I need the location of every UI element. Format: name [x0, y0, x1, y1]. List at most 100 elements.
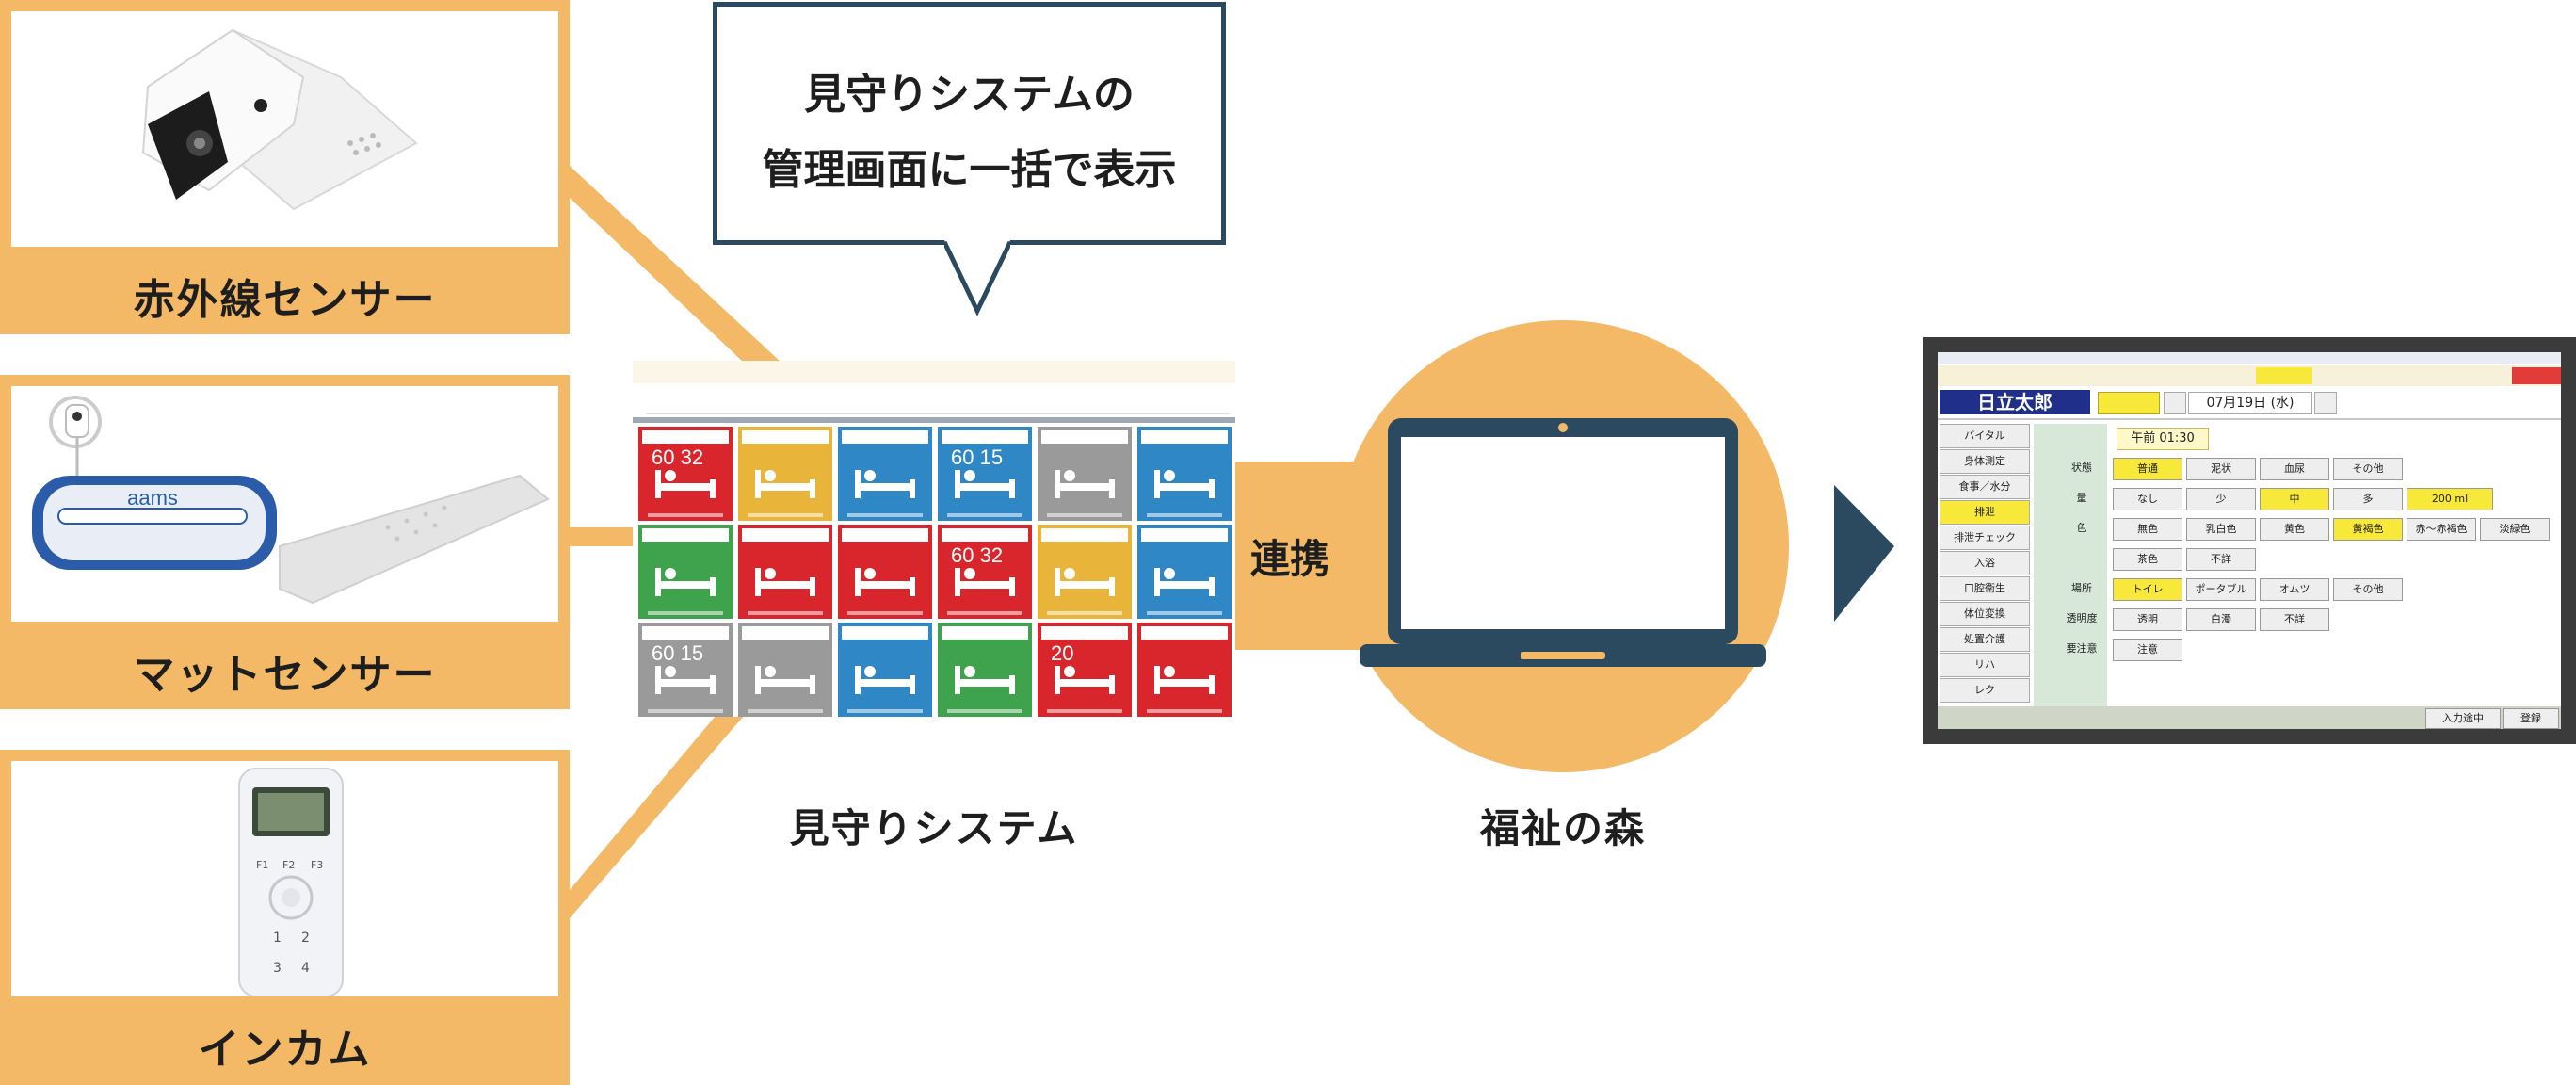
monitoring-tile[interactable]: [1038, 525, 1132, 619]
monitoring-tile[interactable]: 20: [1038, 623, 1132, 717]
mat-brand-text: aams: [127, 486, 178, 510]
monitoring-tile[interactable]: [738, 525, 832, 619]
bed-icon: [855, 666, 915, 694]
side-menu-item[interactable]: リハ: [1940, 653, 2030, 677]
monitoring-tile[interactable]: [838, 525, 932, 619]
grid-option-button[interactable]: 注意: [2113, 639, 2182, 661]
grid-row-label: 場所: [2071, 582, 2092, 594]
monitoring-tile[interactable]: 60 32: [638, 427, 733, 521]
callout-bubble: 見守りシステムの 管理画面に一括で表示: [713, 2, 1226, 245]
bed-icon: [1055, 666, 1115, 694]
device-label-mat: マットセンサー: [133, 651, 437, 699]
key-f1: F1: [256, 859, 269, 871]
grid-option-button[interactable]: その他: [2333, 578, 2403, 601]
device-label-infrared: 赤外線センサー: [133, 276, 437, 324]
bed-icon: [955, 470, 1015, 498]
grid-option-button[interactable]: ポータブル: [2186, 578, 2256, 601]
grid-option-button[interactable]: 不詳: [2186, 548, 2256, 571]
monitoring-tile[interactable]: [738, 623, 832, 717]
grid-option-button[interactable]: なし: [2113, 488, 2182, 510]
bed-icon: [755, 568, 815, 596]
monitoring-tile[interactable]: [1137, 623, 1232, 717]
bed-icon: [1055, 470, 1115, 498]
grid-option-button[interactable]: 多: [2333, 488, 2403, 510]
care-record-screen: 日立太郎 07月19日 (水) バイタル身体測定食事／水分排泄排泄チェック入浴口…: [1923, 337, 2576, 744]
side-menu-item[interactable]: 食事／水分: [1940, 475, 2030, 499]
grid-option-button[interactable]: 泥状: [2186, 458, 2256, 480]
key-f3: F3: [311, 859, 324, 871]
register-button[interactable]: 登録: [2503, 708, 2559, 729]
save-draft-button[interactable]: 入力途中: [2425, 708, 2501, 729]
key-2: 2: [301, 931, 310, 946]
grid-option-button[interactable]: 茶色: [2113, 548, 2182, 571]
record-date[interactable]: 07月19日 (水): [2188, 392, 2312, 414]
monitoring-tile[interactable]: [1137, 525, 1232, 619]
grid-option-button[interactable]: 血尿: [2260, 458, 2329, 480]
record-time[interactable]: 午前 01:30: [2117, 428, 2209, 450]
bed-icon: [1055, 568, 1115, 596]
resident-name: 日立太郎: [1940, 390, 2090, 414]
bed-icon: [655, 568, 716, 596]
grid-option-button[interactable]: 淡緑色: [2480, 518, 2550, 541]
grid-row-label: 色: [2076, 522, 2087, 534]
grid-option-button[interactable]: その他: [2333, 458, 2403, 480]
grid-option-button[interactable]: 中: [2260, 488, 2329, 510]
monitoring-tile[interactable]: [838, 623, 932, 717]
grid-option-button[interactable]: 不詳: [2260, 608, 2329, 631]
side-menu-item[interactable]: 口腔衛生: [1940, 576, 2030, 601]
side-menu-item[interactable]: 排泄チェック: [1940, 526, 2030, 550]
monitoring-tile[interactable]: 60 15: [938, 427, 1032, 521]
device-panel-infrared: 赤外線センサー: [0, 0, 570, 334]
infrared-sensor-icon: [141, 28, 418, 211]
tile-reading: 60 15: [951, 445, 1004, 469]
grid-option-button[interactable]: トイレ: [2113, 578, 2182, 601]
monitoring-tab-strip: [633, 417, 1235, 423]
bed-icon: [1154, 470, 1215, 498]
laptop-icon: [1360, 418, 1766, 667]
bed-icon: [855, 470, 915, 498]
callout-tail: [944, 240, 1010, 316]
grid-option-button[interactable]: 黄褐色: [2333, 518, 2403, 541]
side-menu-item[interactable]: 体位変換: [1940, 602, 2030, 626]
grid-option-button[interactable]: 乳白色: [2186, 518, 2256, 541]
grid-option-button[interactable]: 普通: [2113, 458, 2182, 480]
monitoring-caption: 見守りシステム: [789, 805, 1079, 851]
side-menu-item[interactable]: 入浴: [1940, 551, 2030, 575]
grid-option-button[interactable]: 無色: [2113, 518, 2182, 541]
grid-option-button[interactable]: 200 ml: [2407, 488, 2493, 510]
side-menu-item[interactable]: 排泄: [1940, 500, 2030, 525]
monitoring-tile[interactable]: [938, 623, 1032, 717]
bed-icon: [755, 470, 815, 498]
side-menu-item[interactable]: 処置介護: [1940, 627, 2030, 652]
monitoring-tile[interactable]: [738, 427, 832, 521]
grid-option-button[interactable]: 赤～赤褐色: [2407, 518, 2476, 541]
monitoring-status-bar: [646, 397, 1230, 414]
bed-icon: [1154, 666, 1215, 694]
monitoring-tile[interactable]: 60 32: [938, 525, 1032, 619]
monitoring-tile[interactable]: [1038, 427, 1132, 521]
monitoring-tile[interactable]: [1137, 427, 1232, 521]
bed-icon: [1154, 568, 1215, 596]
grid-option-button[interactable]: 白濁: [2186, 608, 2256, 631]
monitoring-tile[interactable]: 60 15: [638, 623, 733, 717]
monitoring-tile-grid: 60 32 60 15 60 32 60 15 20: [638, 427, 1235, 717]
fukushi-caption: 福祉の森: [1479, 805, 1646, 851]
grid-option-button[interactable]: 少: [2186, 488, 2256, 510]
grid-option-button[interactable]: 黄色: [2260, 518, 2329, 541]
monitoring-tile[interactable]: [638, 525, 733, 619]
monitoring-tile[interactable]: [838, 427, 932, 521]
tile-reading: 60 32: [951, 543, 1004, 567]
monitoring-topbar: [633, 361, 1235, 383]
device-label-intercom: インカム: [198, 1026, 372, 1074]
grid-row-label: 状態: [2071, 462, 2092, 474]
grid-option-button[interactable]: オムツ: [2260, 578, 2329, 601]
bed-icon: [755, 666, 815, 694]
grid-row-label: [2060, 546, 2103, 571]
bed-icon: [655, 666, 716, 694]
key-4: 4: [301, 961, 310, 976]
grid-option-button[interactable]: 透明: [2113, 608, 2182, 631]
callout-line-2: 管理画面に一括で表示: [762, 146, 1177, 194]
side-menu-item[interactable]: バイタル: [1940, 424, 2030, 448]
side-menu-item[interactable]: レク: [1940, 678, 2030, 703]
side-menu-item[interactable]: 身体測定: [1940, 449, 2030, 474]
